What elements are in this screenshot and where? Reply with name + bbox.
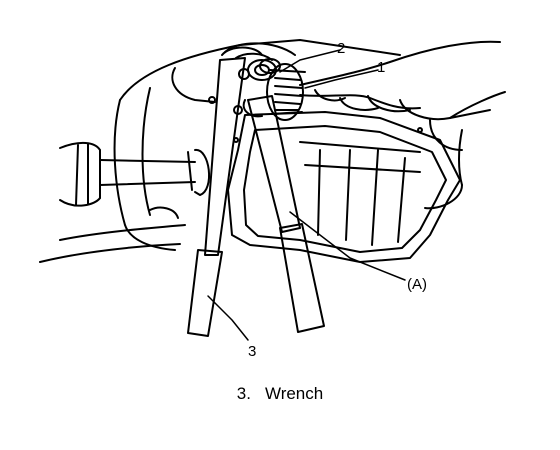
hand-illustration (299, 40, 506, 151)
callout-1: 1 (377, 59, 385, 76)
extension-handle (59, 142, 211, 207)
detail-marks (208, 96, 423, 143)
callout-2: 2 (337, 40, 345, 57)
wrench-handle-right (242, 95, 325, 333)
bolt-part (247, 58, 281, 81)
caption-text: Wrench (264, 384, 324, 403)
oil-filter (266, 63, 306, 121)
oil-pan (227, 111, 461, 263)
wrench-head (224, 42, 296, 115)
wrench-handle-left (187, 46, 263, 337)
callout-a: (A) (407, 276, 427, 293)
leader-lines (207, 49, 406, 341)
callout-3: 3 (248, 343, 256, 360)
figure-caption: 3. Wrench (0, 384, 560, 404)
caption-number: 3. (236, 384, 251, 403)
